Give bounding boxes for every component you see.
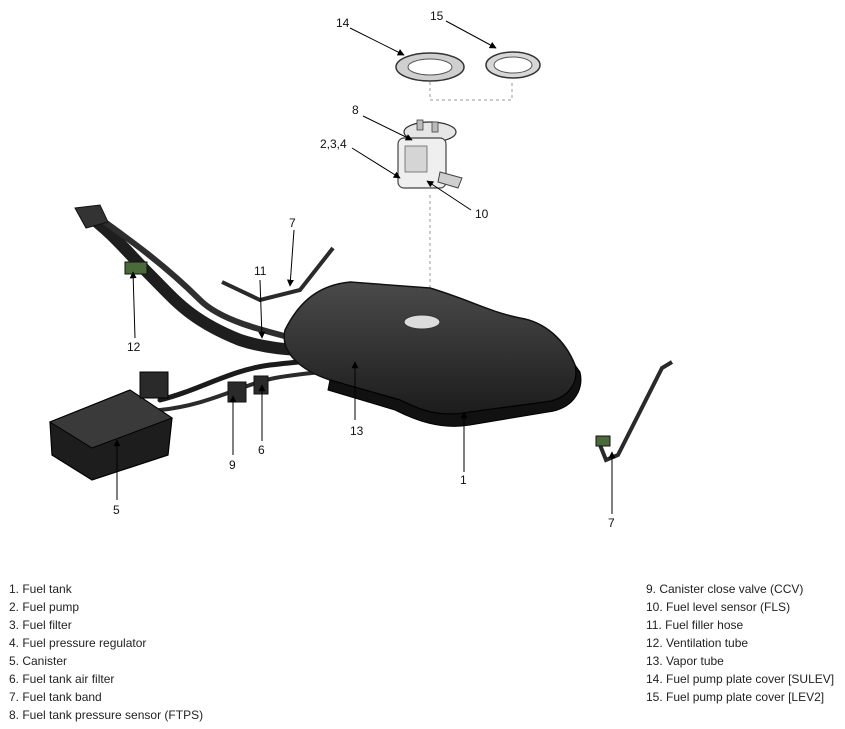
fuel-pump-module bbox=[397, 119, 463, 189]
legend-item: 11. Fuel filler hose bbox=[646, 618, 744, 632]
callout-9: 9 bbox=[229, 458, 236, 472]
callout-10: 10 bbox=[475, 207, 489, 221]
callout-1: 1 bbox=[460, 473, 467, 487]
legend-item: 7. Fuel tank band bbox=[9, 690, 102, 704]
fuel-tank-band-rear bbox=[221, 246, 335, 303]
fuel-tank-band-bracket bbox=[595, 435, 611, 447]
fuel-pump-plate-cover-lev2 bbox=[485, 51, 541, 79]
legend-left: 1. Fuel tank 2. Fuel pump 3. Fuel filter… bbox=[9, 580, 203, 724]
fuel-filler-hose bbox=[74, 204, 336, 358]
callout-5: 5 bbox=[113, 503, 120, 517]
legend-item: 10. Fuel level sensor (FLS) bbox=[646, 600, 791, 614]
legend-item: 15. Fuel pump plate cover [LEV2] bbox=[646, 690, 825, 704]
legend-item: 3. Fuel filter bbox=[9, 618, 72, 632]
callout-12: 12 bbox=[127, 340, 141, 354]
callout-15: 15 bbox=[430, 9, 444, 23]
canister-close-valve bbox=[227, 381, 247, 403]
fuel-tank-band-front bbox=[596, 360, 674, 463]
callout-7-rear: 7 bbox=[289, 216, 296, 230]
canister bbox=[48, 371, 174, 481]
legend-item: 2. Fuel pump bbox=[9, 600, 80, 614]
callout-leaders bbox=[113, 20, 616, 514]
legend-item: 5. Canister bbox=[9, 654, 68, 668]
fuel-tank bbox=[283, 281, 582, 427]
assembly-guide-line bbox=[429, 80, 513, 318]
legend-item: 4. Fuel pressure regulator bbox=[9, 636, 147, 650]
callout-6: 6 bbox=[258, 443, 265, 457]
legend-right: 9. Canister close valve (CCV) 10. Fuel l… bbox=[646, 580, 834, 706]
legend-item: 12. Ventilation tube bbox=[646, 636, 749, 650]
legend-item: 14. Fuel pump plate cover [SULEV] bbox=[646, 672, 835, 686]
legend-item: 13. Vapor tube bbox=[646, 654, 724, 668]
fuel-pump-plate-cover-sulev bbox=[395, 52, 465, 82]
callout-14: 14 bbox=[336, 16, 350, 30]
callout-13: 13 bbox=[350, 424, 364, 438]
fuel-tank-air-filter bbox=[253, 375, 269, 395]
legend-item: 6. Fuel tank air filter bbox=[9, 672, 115, 686]
callout-11: 11 bbox=[254, 264, 267, 278]
legend-item: 8. Fuel tank pressure sensor (FTPS) bbox=[9, 708, 204, 722]
callout-8: 8 bbox=[352, 103, 359, 117]
callout-2-3-4: 2,3,4 bbox=[320, 137, 347, 151]
legend-item: 9. Canister close valve (CCV) bbox=[646, 582, 804, 596]
fuel-system-diagram bbox=[48, 20, 674, 514]
callout-7-front: 7 bbox=[608, 516, 615, 530]
legend-item: 1. Fuel tank bbox=[9, 582, 72, 596]
